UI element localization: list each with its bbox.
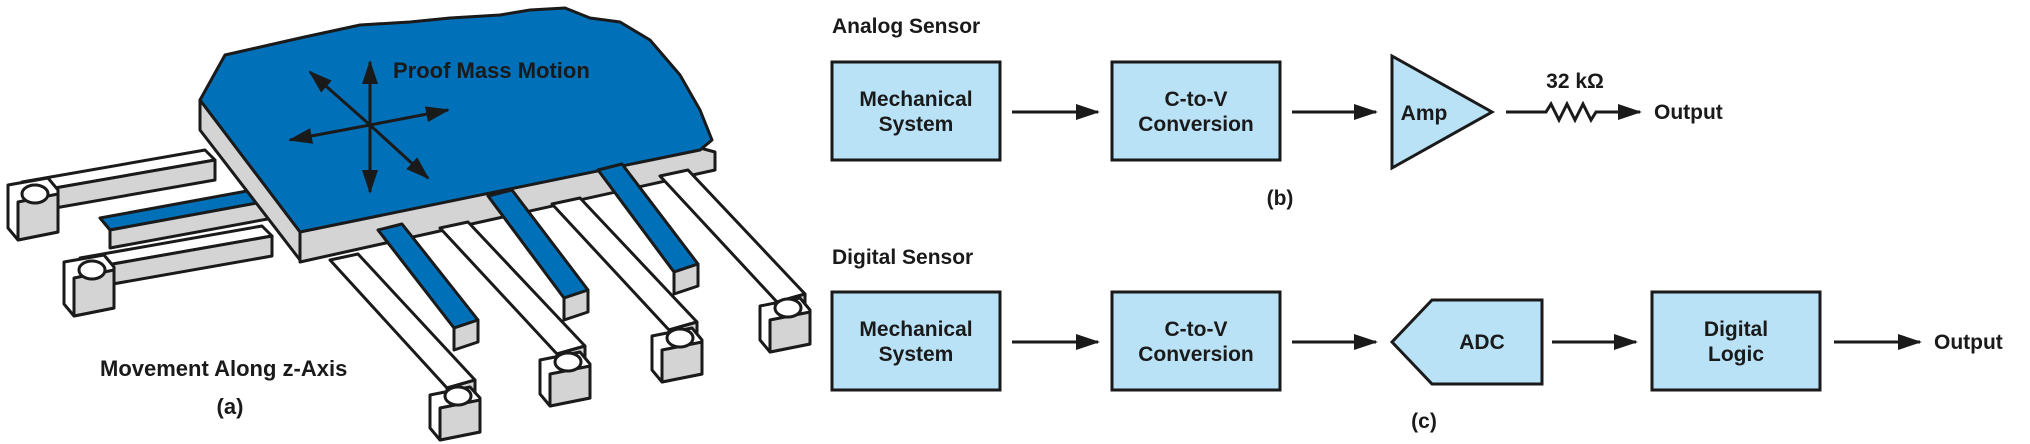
caption-a: (a) (217, 394, 244, 419)
arrow-back (308, 70, 371, 127)
finger-right-3 (550, 196, 704, 384)
finger-right-2 (438, 220, 592, 408)
resistor-label: 32 kΩ (1546, 70, 1604, 93)
finger-right-4 (658, 168, 812, 354)
proof-mass-motion-label: Proof Mass Motion (393, 58, 590, 83)
analog-sensor-title: Analog Sensor (832, 15, 980, 38)
analog-mechanical-system-block (830, 60, 1002, 162)
arrow-front (368, 123, 430, 180)
caption-b: (b) (1267, 187, 1294, 210)
finger-right-blue-2 (486, 188, 590, 322)
arrow-right (369, 106, 450, 127)
digital-ctov-block (1110, 290, 1282, 392)
digital-mechanical-system-block (830, 290, 1002, 392)
analog-output-label: Output (1654, 101, 1723, 124)
digital-ctov-line1: C-to-V (1165, 318, 1228, 341)
analog-mechanical-line1: Mechanical (859, 88, 972, 111)
motion-arrows (288, 60, 450, 194)
digital-logic-line1: Digital (1704, 318, 1768, 341)
movement-label: Movement Along z-Axis (100, 356, 347, 381)
digital-sensor-title: Digital Sensor (832, 246, 973, 269)
finger-right-1 (328, 252, 482, 442)
finger-left-1 (6, 148, 217, 242)
digital-mechanical-line1: Mechanical (859, 318, 972, 341)
finger-right-blue-1 (376, 222, 480, 352)
proof-mass (198, 6, 714, 234)
finger-right-blue-3 (596, 162, 700, 296)
mems-illustration (6, 6, 812, 442)
analog-ctov-line2: Conversion (1138, 113, 1254, 136)
resistor-symbol (1506, 100, 1608, 124)
adc-block (1389, 298, 1544, 386)
digital-logic-line2: Logic (1708, 343, 1764, 366)
digital-ctov-line2: Conversion (1138, 343, 1254, 366)
digital-logic-block (1650, 290, 1822, 392)
amp-triangle (1390, 53, 1496, 171)
finger-left-2 (62, 224, 274, 318)
amp-label: Amp (1401, 102, 1448, 125)
analog-ctov-block (1110, 60, 1282, 162)
arrow-left (288, 123, 371, 144)
digital-mechanical-line2: System (879, 343, 954, 366)
analog-mechanical-line2: System (879, 113, 954, 136)
caption-c: (c) (1411, 410, 1437, 433)
adc-label: ADC (1459, 331, 1505, 354)
analog-ctov-line1: C-to-V (1165, 88, 1228, 111)
digital-output-label: Output (1934, 331, 2003, 354)
